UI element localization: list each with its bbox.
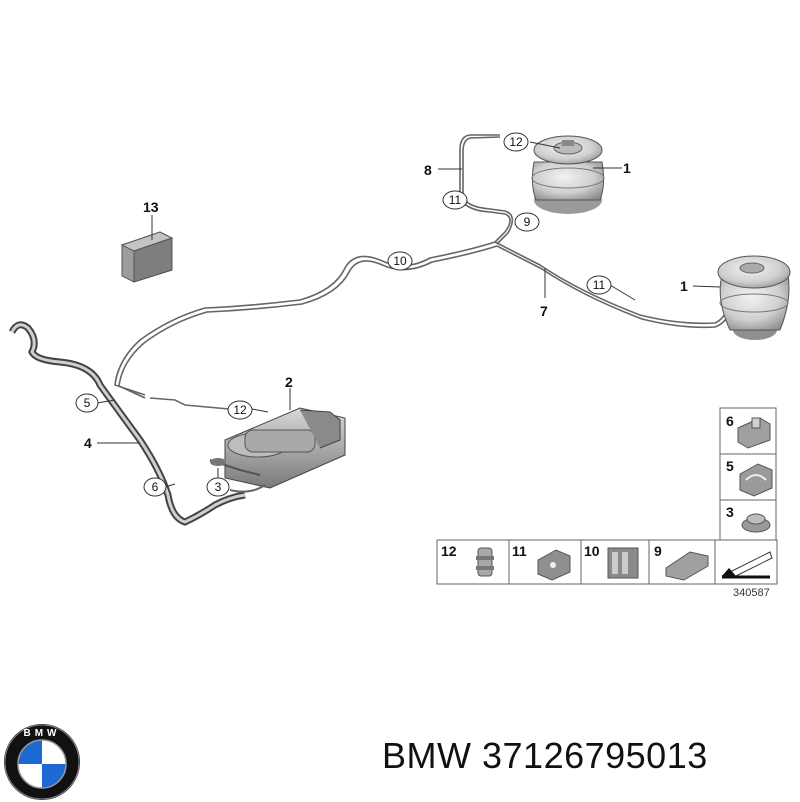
callout-5: 5 xyxy=(75,393,99,413)
svg-text:6: 6 xyxy=(152,480,159,494)
bmw-logo: BMW xyxy=(4,724,80,800)
clip-10-icon xyxy=(607,547,639,579)
leader-lines xyxy=(96,141,721,488)
table-cell-label-11: 11 xyxy=(512,543,527,559)
compressor-unit xyxy=(209,407,346,493)
air-spring-front xyxy=(531,135,605,214)
svg-text:5: 5 xyxy=(84,396,91,410)
callout-11-front: 11 xyxy=(442,190,468,210)
svg-text:9: 9 xyxy=(524,215,531,229)
bmw-logo-letters: BMW xyxy=(24,728,61,739)
hose-4 xyxy=(8,321,246,526)
part-caption: BMW 37126795013 xyxy=(382,735,708,777)
air-line-network xyxy=(114,134,730,411)
clip-9-icon xyxy=(665,551,709,581)
table-cell-label-5: 5 xyxy=(726,458,734,474)
svg-text:12: 12 xyxy=(233,403,247,417)
table-cell-label-10: 10 xyxy=(584,543,600,559)
callout-6: 6 xyxy=(143,477,167,497)
callout-1-rear: 1 xyxy=(680,278,688,294)
svg-text:11: 11 xyxy=(449,193,462,207)
table-cell-label-3: 3 xyxy=(726,504,734,520)
callout-8: 8 xyxy=(424,162,432,178)
connector-12-icon xyxy=(476,547,494,577)
part-number: 37126795013 xyxy=(482,735,708,776)
parts-table-column: 6 5 3 xyxy=(719,407,777,543)
callout-11-rear: 11 xyxy=(586,275,612,295)
callout-7: 7 xyxy=(540,303,548,319)
callout-9: 9 xyxy=(514,212,540,232)
parts-table-row: 12 11 10 9 340587 xyxy=(436,539,778,599)
callout-13: 13 xyxy=(143,199,159,215)
callout-3: 3 xyxy=(206,477,230,497)
callouts: 1 1 2 4 7 8 13 12 11 9 10 11 12 xyxy=(75,132,688,497)
control-unit xyxy=(120,231,174,283)
callout-12-front: 12 xyxy=(503,132,529,152)
table-cell-label-12: 12 xyxy=(441,543,457,559)
arrow-direction-icon xyxy=(721,551,773,579)
clip-5-icon xyxy=(739,463,773,497)
table-cell-label-9: 9 xyxy=(654,543,662,559)
callout-2: 2 xyxy=(285,374,293,390)
table-cell-label-6: 6 xyxy=(726,413,734,429)
reference-number: 340587 xyxy=(733,587,770,599)
svg-text:10: 10 xyxy=(393,254,407,268)
callout-1-front: 1 xyxy=(623,160,631,176)
air-spring-rear xyxy=(717,255,791,340)
brand-name: BMW xyxy=(382,735,472,776)
svg-text:11: 11 xyxy=(593,278,606,292)
callout-10: 10 xyxy=(387,251,413,271)
svg-text:3: 3 xyxy=(215,480,222,494)
callout-4: 4 xyxy=(84,435,92,451)
callout-12-compressor: 12 xyxy=(227,400,253,420)
svg-text:12: 12 xyxy=(509,135,523,149)
